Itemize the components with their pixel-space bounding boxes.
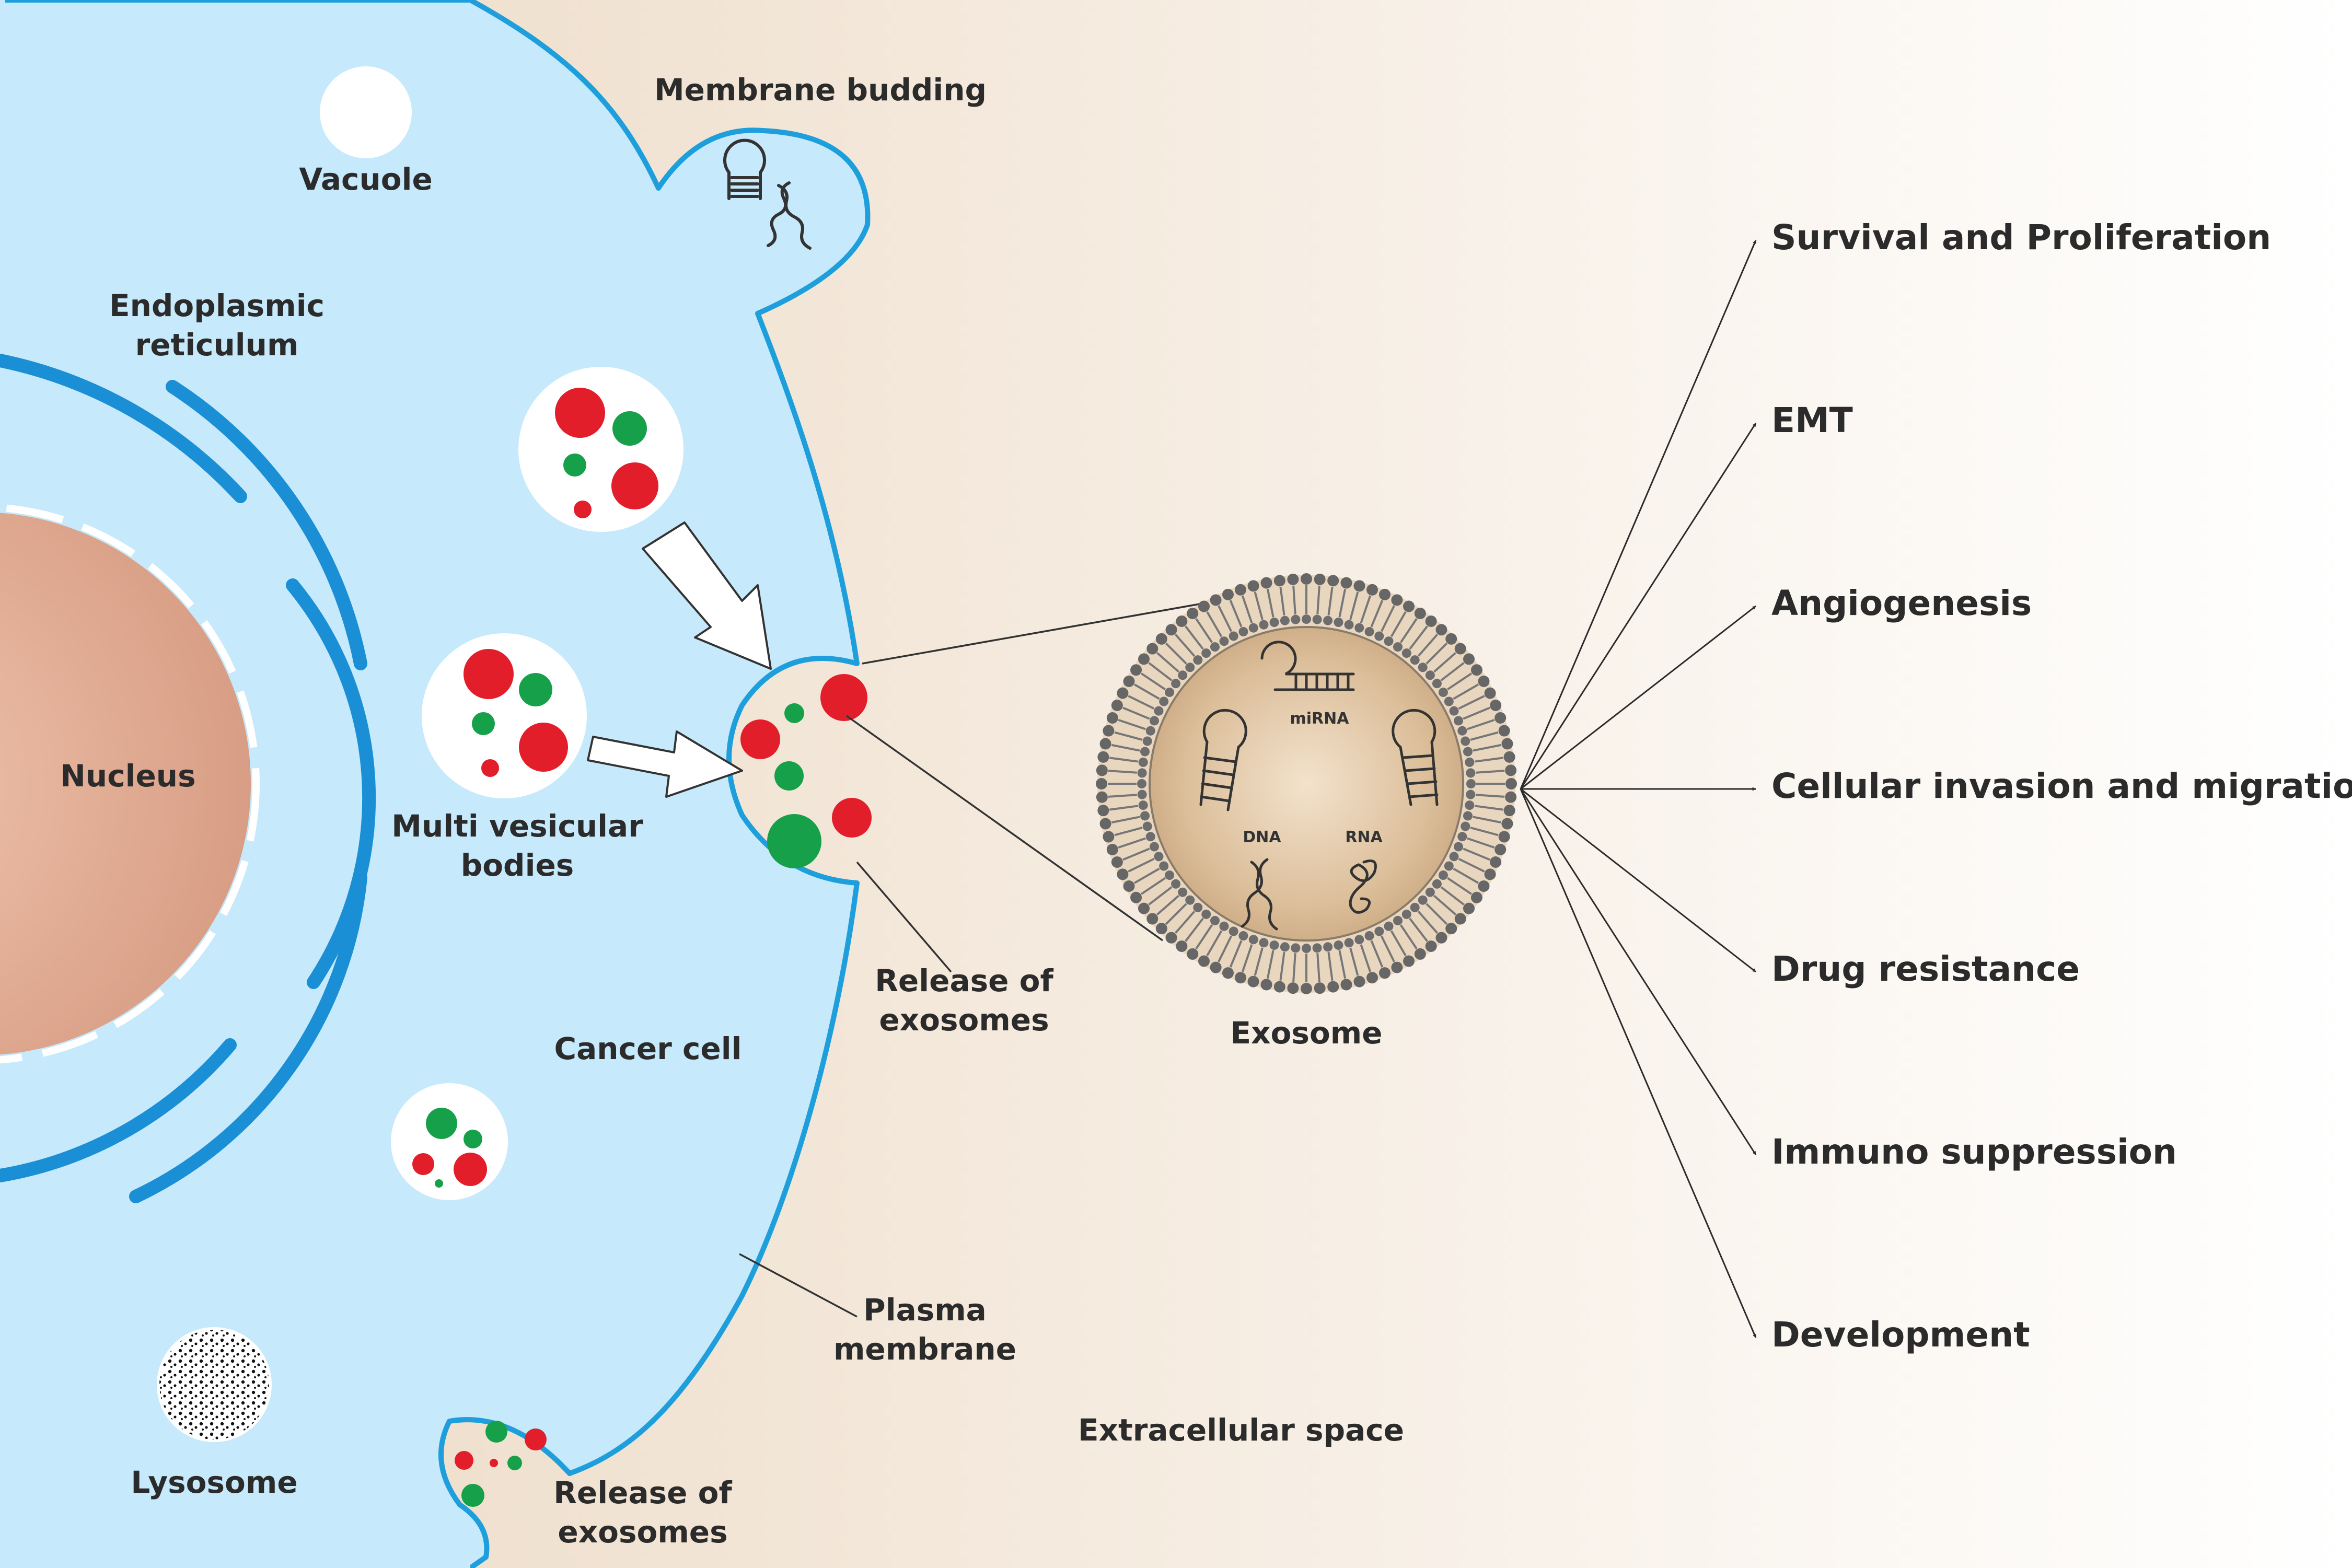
release-top-line-2: exosomes xyxy=(879,1002,1049,1038)
mvb-1 xyxy=(518,367,683,532)
budding-cargo xyxy=(723,138,812,250)
effect-immuno-suppression: Immuno suppression xyxy=(1771,1132,2177,1172)
plasma-line-2: membrane xyxy=(833,1331,1017,1367)
exosome-label: Exosome xyxy=(1230,1015,1383,1051)
effect-invasion: Cellular invasion and migration xyxy=(1771,766,2352,806)
nucleus-label: Nucleus xyxy=(60,758,196,794)
vacuole xyxy=(320,66,412,158)
arrow-drug-resistance xyxy=(1520,788,1756,973)
release-bottom-line-2: exosomes xyxy=(558,1514,728,1550)
mvb-arrow-2 xyxy=(587,730,743,798)
leader-lines xyxy=(739,600,1218,1318)
mirna-label: miRNA xyxy=(1290,710,1349,728)
effect-angiogenesis: Angiogenesis xyxy=(1771,583,2032,623)
arrow-immuno xyxy=(1520,788,1757,1155)
mvb-3 xyxy=(391,1083,508,1200)
arrow-survival xyxy=(1520,240,1757,789)
release-bottom-line-1: Release of xyxy=(553,1475,732,1511)
exosome-release-pocket xyxy=(740,674,872,868)
er-label-line-2: reticulum xyxy=(135,327,299,363)
arrow-emt xyxy=(1520,423,1757,789)
bottom-bud-exosomes xyxy=(455,1421,547,1507)
effect-development: Development xyxy=(1771,1315,2030,1355)
mvb-label-line-1: Multi vesicular xyxy=(391,808,643,844)
plasma-line-1: Plasma xyxy=(863,1292,987,1328)
effect-survival: Survival and Proliferation xyxy=(1771,217,2272,258)
mvb-label-line-2: bodies xyxy=(460,847,574,884)
nuclear-envelope xyxy=(0,504,260,1064)
effect-drug-resistance: Drug resistance xyxy=(1771,949,2080,989)
vacuole-label: Vacuole xyxy=(299,161,433,197)
release-top-line-1: Release of xyxy=(875,963,1053,998)
release-exosomes-top-label: Release of exosomes xyxy=(875,961,1053,1040)
mvb-2 xyxy=(422,633,587,798)
rna-label: RNA xyxy=(1345,828,1383,846)
plasma-membrane-label: Plasma membrane xyxy=(833,1291,1016,1369)
arrow-angiogenesis xyxy=(1520,605,1756,790)
endoplasmic-reticulum xyxy=(0,354,376,1203)
endoplasmic-reticulum-label: Endoplasmic reticulum xyxy=(109,286,325,365)
effect-arrows xyxy=(1520,240,1757,1338)
mvb-label: Multi vesicular bodies xyxy=(391,807,643,886)
dna-label: DNA xyxy=(1243,828,1281,846)
er-label-line-1: Endoplasmic xyxy=(109,288,325,323)
mvb-arrow-1 xyxy=(642,521,772,670)
cancer-cell-label: Cancer cell xyxy=(554,1031,742,1066)
lysosome-label: Lysosome xyxy=(131,1465,298,1500)
membrane-budding-label: Membrane budding xyxy=(654,72,987,108)
nucleus xyxy=(0,513,251,1055)
release-exosomes-bottom-label: Release of exosomes xyxy=(553,1473,732,1552)
extracellular-space-label: Extracellular space xyxy=(1078,1412,1404,1448)
exosome-detail xyxy=(1096,573,1517,994)
arrow-development xyxy=(1520,788,1757,1338)
effect-emt: EMT xyxy=(1771,400,1853,440)
